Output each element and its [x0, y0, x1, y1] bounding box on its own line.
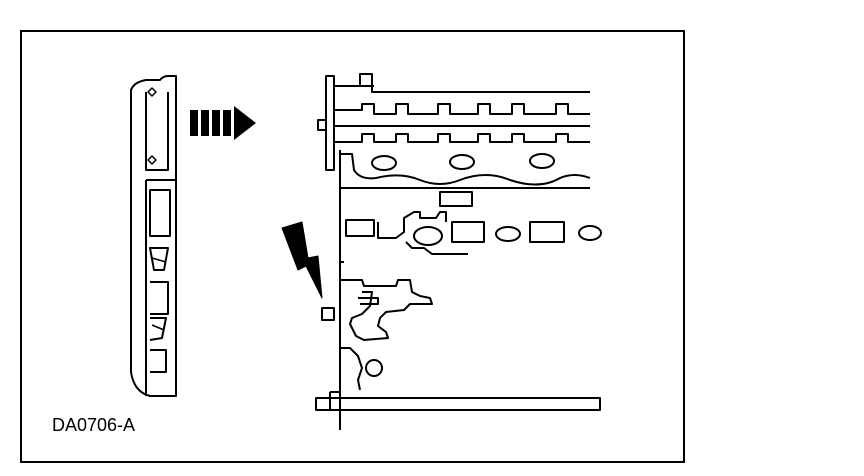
figure-code-label: DA0706-A: [52, 415, 136, 435]
figure-frame: [20, 30, 685, 463]
indicator-arrow: [281, 221, 323, 299]
engine-block: [315, 73, 602, 430]
direction-arrow: [190, 106, 256, 140]
gasket-part: [130, 75, 177, 397]
